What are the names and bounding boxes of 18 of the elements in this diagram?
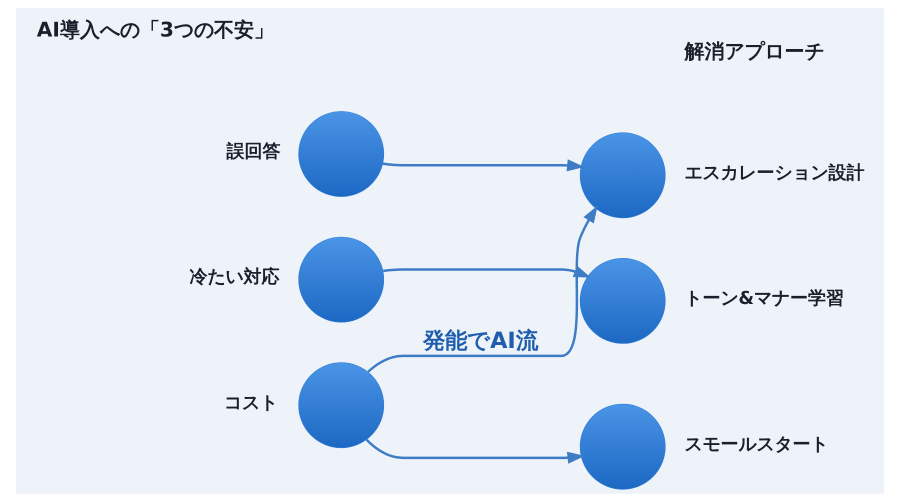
node-label: エスカレーション設計 bbox=[684, 162, 864, 184]
node-label: トーン&マナー学習 bbox=[684, 288, 844, 310]
node-label: コスト bbox=[224, 392, 278, 414]
arrow bbox=[367, 206, 598, 373]
node-label: スモールスタート bbox=[684, 434, 828, 455]
node-circle bbox=[298, 111, 384, 197]
node-circle bbox=[580, 404, 666, 490]
label: AI導入への「3つの不安」 bbox=[36, 18, 274, 42]
node-label: 誤回答 bbox=[226, 141, 280, 162]
arrow bbox=[366, 438, 585, 464]
node-circle bbox=[580, 258, 666, 344]
node-circle bbox=[298, 236, 384, 322]
node-circle bbox=[298, 362, 384, 448]
label: 解消アプローチ bbox=[684, 39, 824, 63]
node-label: 冷たい対応 bbox=[189, 266, 280, 288]
edge-label: 発能でAI流 bbox=[423, 328, 538, 354]
node-circle bbox=[580, 132, 666, 218]
arrow bbox=[382, 159, 584, 172]
